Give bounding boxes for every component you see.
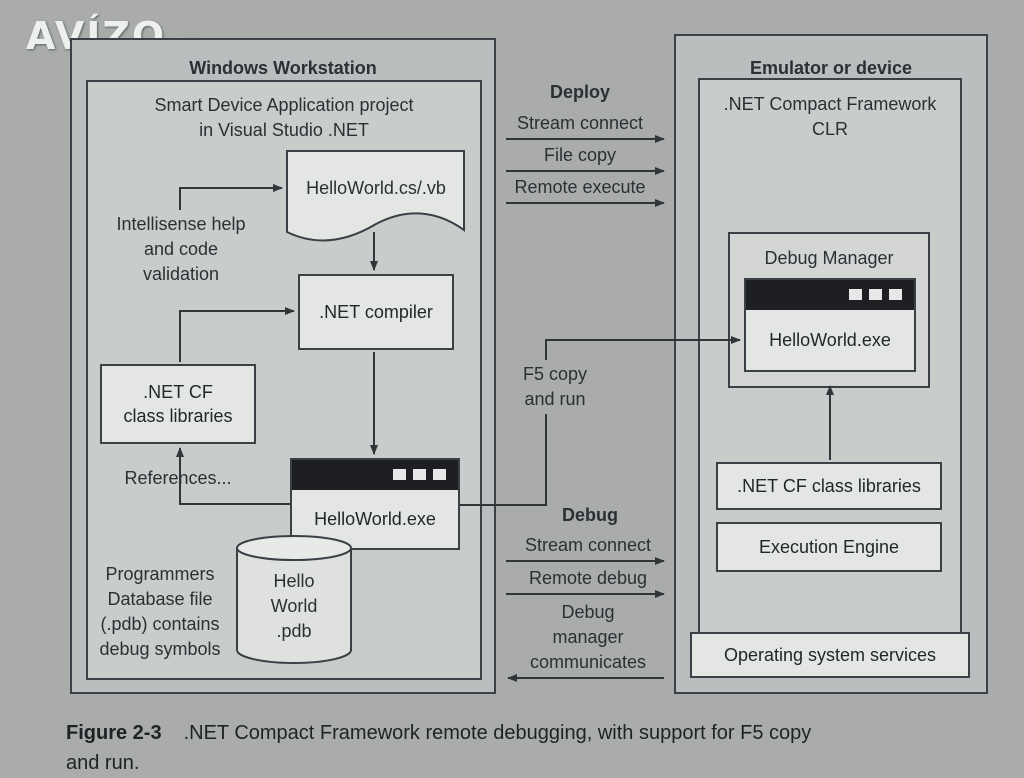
dm-comm-line2: manager [552, 627, 624, 647]
deploy-item-file-copy: File copy [543, 145, 617, 165]
references-arrow [176, 447, 290, 505]
windows-workstation-title: Windows Workstation [189, 58, 377, 78]
workstation-exe-label: HelloWorld.exe [314, 509, 436, 529]
device-exe-label: HelloWorld.exe [769, 330, 891, 350]
window-titlebar [746, 280, 914, 310]
cf-libs-line1: .NET CF [143, 382, 213, 402]
f5-copy-run-arrow-upper [545, 336, 741, 360]
pdb-label-line2: World [270, 596, 318, 616]
device-exe-window: HelloWorld.exe [744, 278, 916, 372]
device-cf-libraries-label: .NET CF class libraries [737, 476, 921, 496]
intellisense-line3: validation [142, 264, 220, 284]
intellisense-line2: and code [143, 239, 219, 259]
source-file-label: HelloWorld.cs/.vb [306, 178, 446, 198]
os-services-label: Operating system services [723, 645, 937, 665]
dm-comm-line1: Debug [561, 602, 615, 622]
net-compiler-label: .NET compiler [319, 302, 433, 322]
intellisense-line1: Intellisense help [116, 214, 246, 234]
figure-caption-text: .NET Compact Framework remote debugging,… [66, 722, 812, 774]
deploy-item-remote-execute: Remote execute [514, 177, 646, 197]
pdb-desc-line2: Database file [107, 589, 213, 609]
window-button-icon [869, 289, 882, 300]
deploy-item-stream-connect: Stream connect [516, 113, 644, 133]
references-label: References... [124, 468, 232, 488]
window-button-icon [393, 469, 406, 480]
debug-title: Debug [562, 505, 618, 525]
f5-copy-run-arrow [460, 414, 547, 506]
execution-engine-box: Execution Engine [716, 522, 942, 572]
project-label-line1: Smart Device Application project [154, 95, 414, 115]
dm-comm-line3: communicates [529, 652, 647, 672]
libraries-to-compiler-arrow [179, 307, 295, 362]
pdb-label-line1: Hello [273, 571, 315, 591]
pdb-desc-line3: (.pdb) contains [100, 614, 220, 634]
window-titlebar [292, 460, 458, 490]
source-document-shape [286, 150, 465, 242]
f5-label-line1: F5 copy [522, 364, 588, 384]
pdb-desc-line1: Programmers [105, 564, 215, 584]
f5-label-line2: and run [524, 389, 586, 409]
debug-manager-title: Debug Manager [764, 248, 894, 268]
figure-number: Figure 2-3 [66, 722, 162, 744]
clr-label-line2: CLR [811, 119, 848, 139]
figure-caption: Figure 2-3.NET Compact Framework remote … [66, 718, 826, 778]
cf-class-libraries-box: .NET CF class libraries [100, 364, 256, 444]
clr-label-line1: .NET Compact Framework [723, 94, 937, 114]
execution-engine-label: Execution Engine [758, 537, 900, 557]
debug-item-stream-connect: Stream connect [524, 535, 652, 555]
project-label-line2: in Visual Studio .NET [199, 120, 369, 140]
device-cf-libraries-box: .NET CF class libraries [716, 462, 942, 510]
workstation-exe-window: HelloWorld.exe [290, 458, 460, 550]
pdb-label-line3: .pdb [276, 621, 312, 641]
cf-libs-line2: class libraries [123, 406, 233, 426]
window-button-icon [889, 289, 902, 300]
deploy-title: Deploy [549, 82, 610, 102]
emulator-device-title: Emulator or device [749, 58, 913, 78]
window-button-icon [413, 469, 426, 480]
pdb-desc-line4: debug symbols [99, 639, 221, 659]
intellisense-arrow [179, 184, 283, 210]
window-button-icon [849, 289, 862, 300]
pdb-database-cylinder [236, 535, 352, 664]
window-button-icon [433, 469, 446, 480]
debug-item-remote-debug: Remote debug [528, 568, 648, 588]
os-services-box: Operating system services [690, 632, 970, 678]
net-compiler-box: .NET compiler [298, 274, 454, 350]
